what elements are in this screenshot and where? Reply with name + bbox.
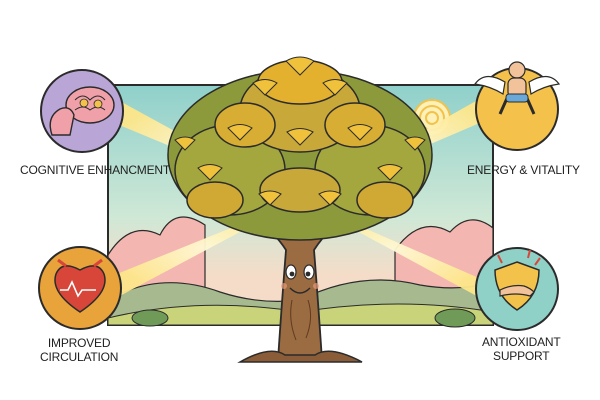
- label-improved-circulation-line2: CIRCULATION: [40, 350, 119, 364]
- heart-icon: [54, 258, 106, 313]
- label-antioxidant-support-line1: ANTIOXIDANT: [482, 335, 561, 349]
- label-antioxidant-support-line2: SUPPORT: [493, 349, 550, 363]
- ginkgo-leaves: [174, 56, 426, 206]
- label-energy-vitality: ENERGY & VITALITY: [467, 163, 580, 177]
- circulation-badge: [38, 246, 122, 330]
- tree-trunk: [237, 198, 363, 363]
- cognitive-badge: [40, 69, 124, 153]
- energy-badge: [473, 61, 561, 151]
- label-antioxidant-support: ANTIOXIDANT SUPPORT: [482, 335, 561, 363]
- flying-figure-icon: [473, 61, 561, 115]
- label-improved-circulation-line1: IMPROVED: [47, 336, 111, 350]
- brain-muscle-icon: [49, 86, 115, 136]
- tree-canopy: [167, 59, 433, 241]
- shield-hand-icon: [494, 249, 541, 311]
- label-cognitive-enhancement: COGNITIVE ENHANCMENT: [20, 163, 171, 177]
- tree-face: [281, 264, 319, 294]
- label-improved-circulation: IMPROVED CIRCULATION: [40, 336, 118, 364]
- antioxidant-badge: [475, 247, 559, 331]
